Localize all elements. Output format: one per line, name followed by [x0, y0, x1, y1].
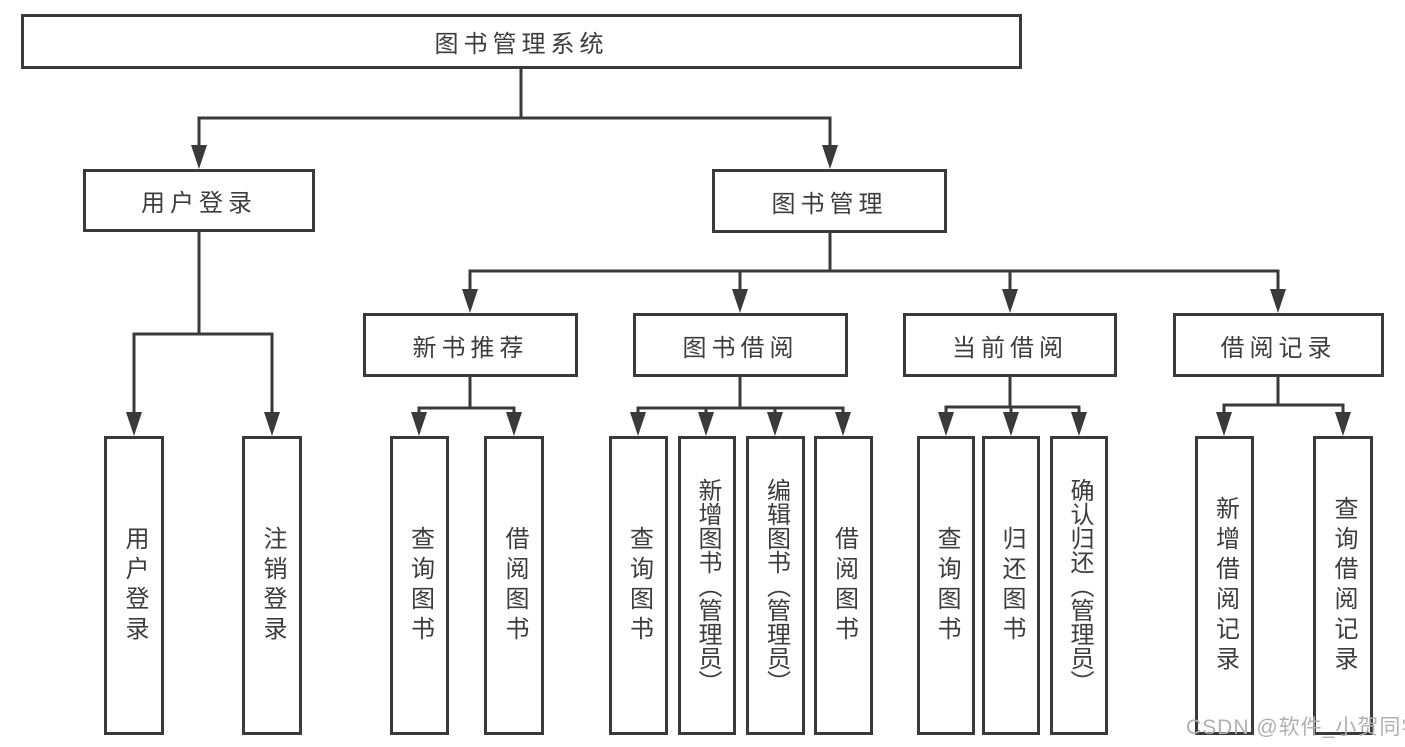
node-query-borrow-record: 查询借阅记录 [1313, 436, 1373, 735]
node-query-books-rec: 查询图书 [390, 436, 449, 735]
node-book-management: 图书管理 [712, 169, 947, 233]
node-borrowing-records: 借阅记录 [1173, 313, 1384, 377]
node-query-books-borrow: 查询图书 [609, 436, 668, 735]
csdn-watermark: CSDN @软件_小贺同学 [1186, 716, 1405, 739]
node-current-borrowing: 当前借阅 [903, 313, 1117, 377]
node-logout-leaf: 注销登录 [242, 436, 302, 735]
node-user-login: 用户登录 [83, 169, 315, 232]
node-edit-books-admin: 编辑图书（管理员） [746, 436, 805, 735]
node-book-borrowing: 图书借阅 [633, 313, 848, 377]
node-new-book-recommendation: 新书推荐 [363, 313, 578, 377]
node-add-borrow-record: 新增借阅记录 [1195, 436, 1254, 735]
node-query-books-current: 查询图书 [917, 436, 975, 735]
node-borrow-books-rec: 借阅图书 [484, 436, 544, 735]
node-return-books: 归还图书 [982, 436, 1040, 735]
node-user-login-leaf: 用户登录 [104, 436, 164, 735]
node-confirm-return-admin: 确认归还（管理员） [1050, 436, 1108, 735]
node-borrow-books-leaf: 借阅图书 [814, 436, 873, 735]
node-add-books-admin: 新增图书（管理员） [678, 436, 736, 735]
node-root-system: 图书管理系统 [21, 14, 1022, 69]
